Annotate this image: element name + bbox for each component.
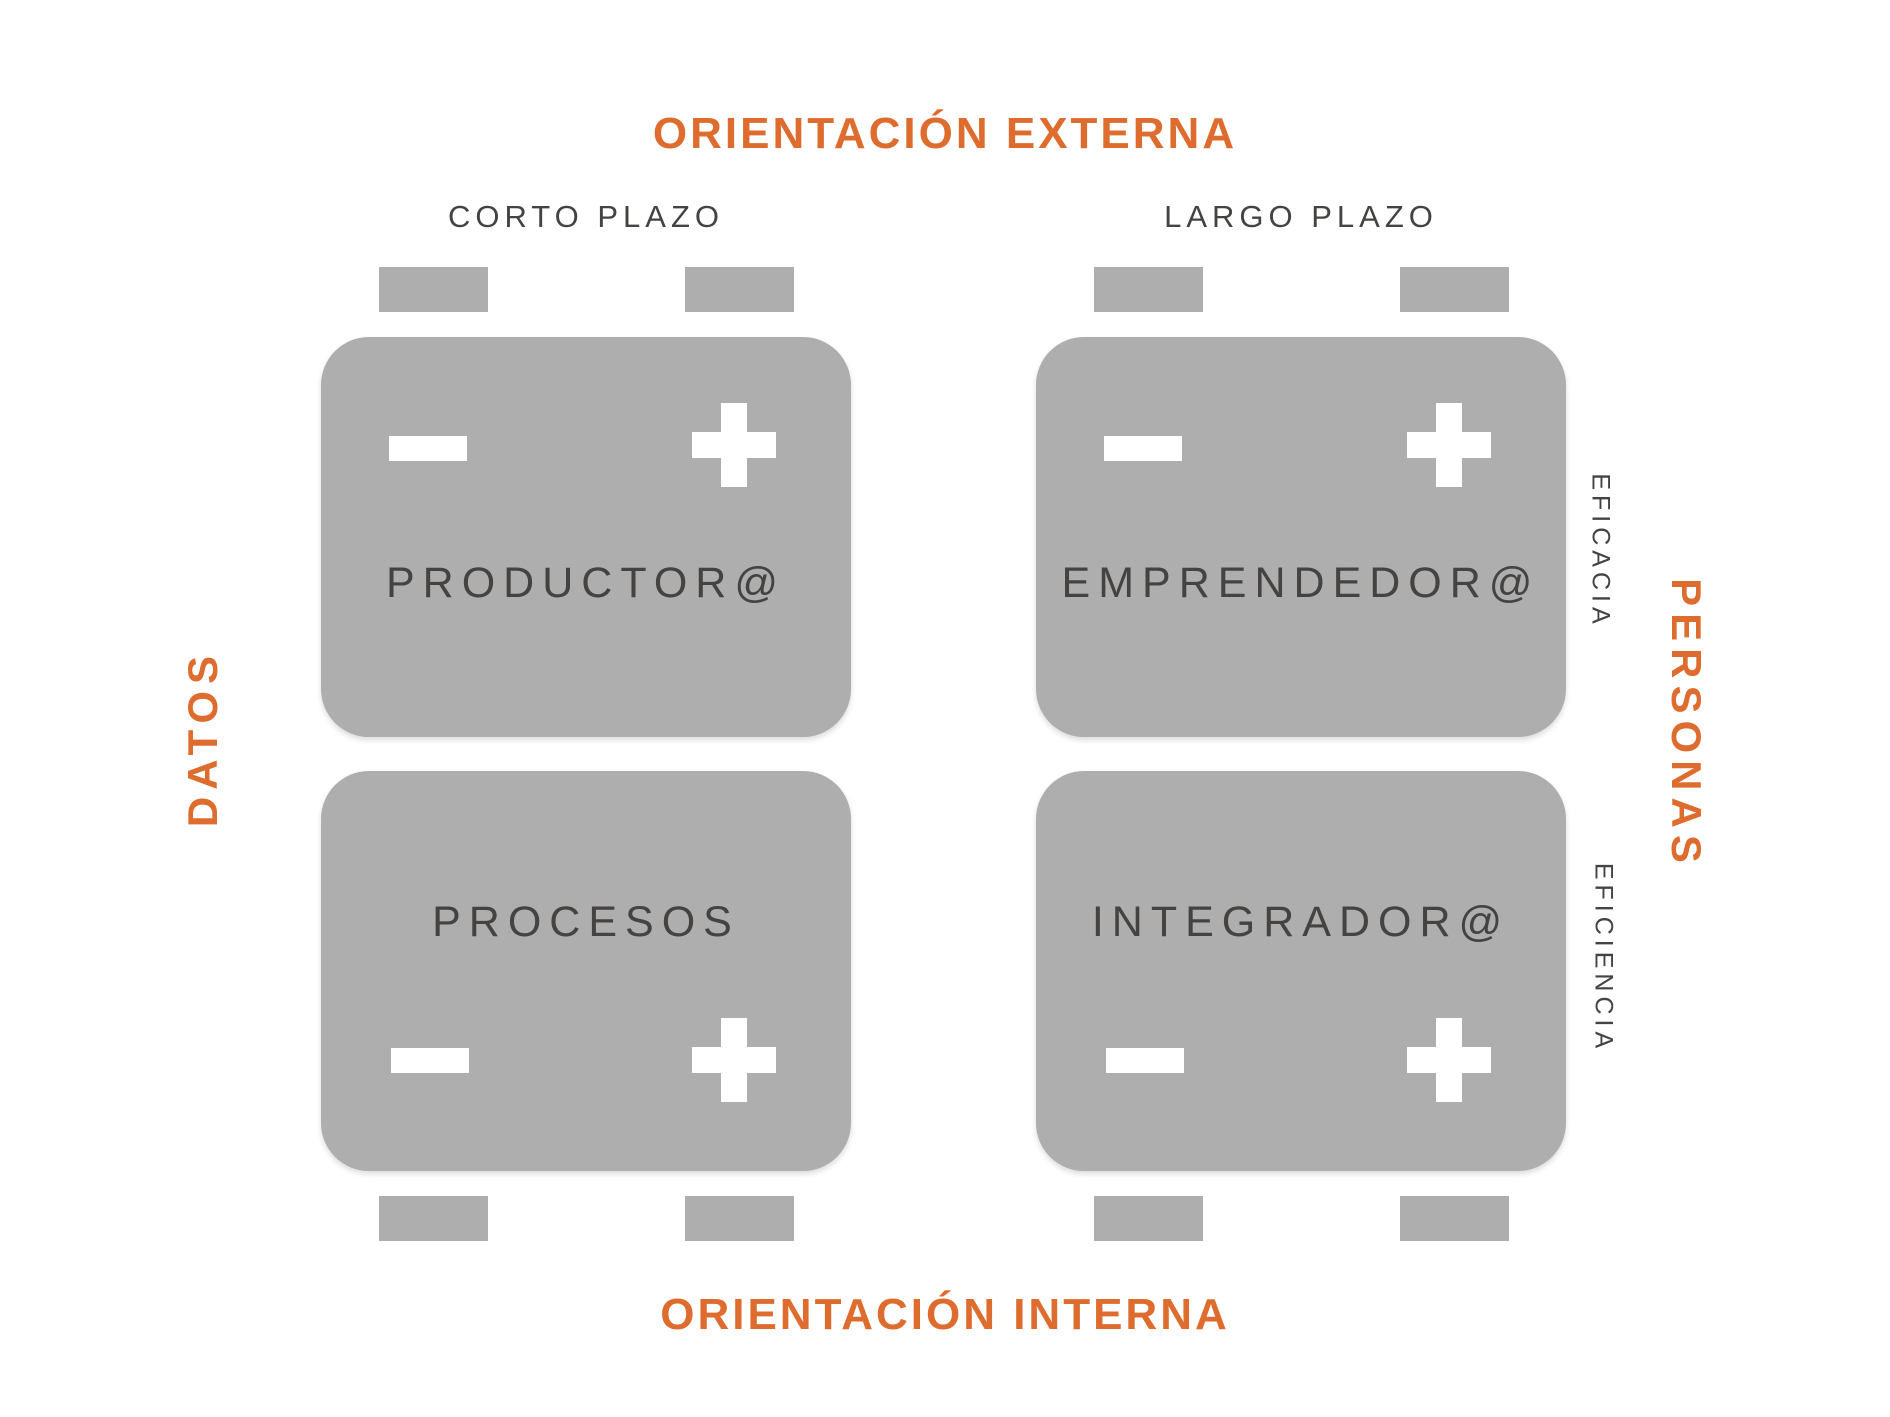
battery-label: PROCESOS <box>432 898 740 946</box>
battery-label: INTEGRADOR@ <box>1091 898 1511 946</box>
minus-terminal-icon <box>389 436 467 461</box>
battery-integrador: INTEGRADOR@ <box>1036 771 1566 1171</box>
minus-terminal-icon <box>391 1048 469 1073</box>
battery-label: EMPRENDEDOR@ <box>1061 559 1541 607</box>
left-axis-label-datos: DATOS <box>179 648 226 828</box>
battery-terminal-tab <box>685 1196 794 1241</box>
plus-terminal-icon <box>692 403 776 487</box>
column-label-corto-plazo: CORTO PLAZO <box>447 199 725 234</box>
battery-terminal-tab <box>1094 267 1203 312</box>
right-axis-label-personas: PERSONAS <box>1663 578 1710 870</box>
battery-emprendedor: EMPRENDEDOR@ <box>1036 337 1566 737</box>
battery-terminal-tab <box>379 267 488 312</box>
row-label-eficacia: EFICACIA <box>1586 473 1615 629</box>
battery-terminal-tab <box>379 1196 488 1241</box>
battery-label: PRODUCTOR@ <box>386 559 786 607</box>
plus-terminal-icon <box>692 1018 776 1102</box>
plus-terminal-icon <box>1407 1018 1491 1102</box>
battery-productor: PRODUCTOR@ <box>321 337 851 737</box>
battery-terminal-tab <box>1400 1196 1509 1241</box>
battery-terminal-tab <box>1400 267 1509 312</box>
bottom-axis-title: ORIENTACIÓN INTERNA <box>660 1290 1230 1339</box>
battery-procesos: PROCESOS <box>321 771 851 1171</box>
minus-terminal-icon <box>1104 436 1182 461</box>
plus-terminal-icon <box>1407 403 1491 487</box>
minus-terminal-icon <box>1106 1048 1184 1073</box>
battery-terminal-tab <box>1094 1196 1203 1241</box>
top-axis-title: ORIENTACIÓN EXTERNA <box>652 109 1238 158</box>
battery-terminal-tab <box>685 267 794 312</box>
column-label-largo-plazo: LARGO PLAZO <box>1164 199 1438 234</box>
row-label-eficiencia: EFICIENCIA <box>1589 862 1618 1054</box>
